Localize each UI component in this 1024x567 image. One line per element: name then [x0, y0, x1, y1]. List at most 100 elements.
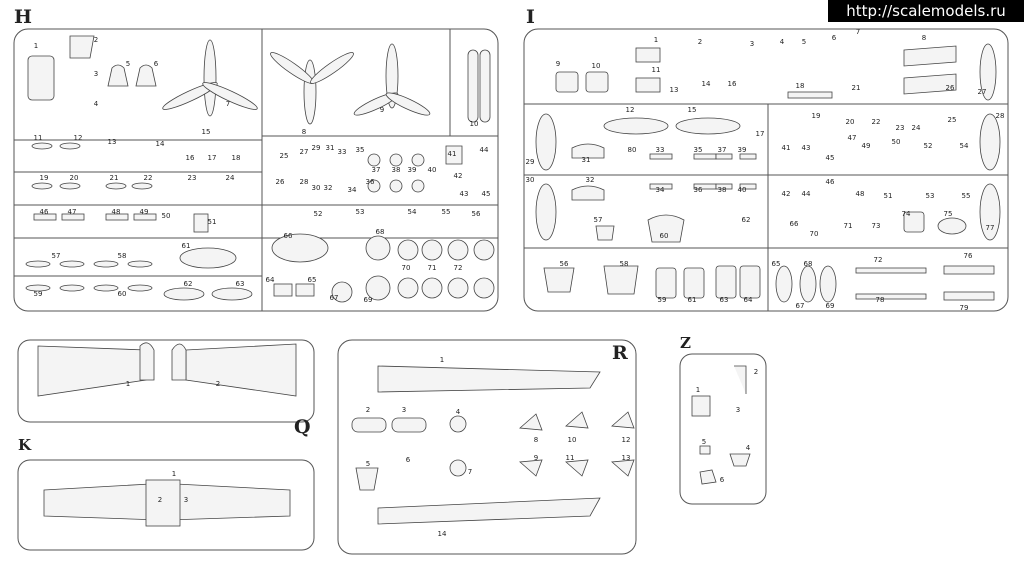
part-number-label: 77	[986, 224, 995, 232]
part-number-label: 24	[226, 174, 235, 182]
sprue-k-frame	[17, 459, 315, 551]
part-number-label: 54	[960, 142, 969, 150]
part-number-label: 11	[566, 454, 575, 462]
part-number-label: 2	[366, 406, 370, 414]
part-number-label: 37	[718, 146, 727, 154]
part-number-label: 23	[188, 174, 197, 182]
sprue-q-frame	[17, 339, 315, 423]
part-number-label: 32	[586, 176, 595, 184]
part-number-label: 71	[844, 222, 853, 230]
part-number-label: 21	[852, 84, 861, 92]
part-number-label: 46	[826, 178, 835, 186]
part-number-label: 67	[330, 294, 339, 302]
part-number-label: 9	[534, 454, 538, 462]
part-number-label: 69	[826, 302, 835, 310]
part-number-label: 6	[720, 476, 725, 484]
sprue-z-frame	[679, 353, 767, 505]
part-number-label: 1	[654, 36, 658, 44]
part-number-label: 69	[364, 296, 373, 304]
part-number-label: 43	[802, 144, 811, 152]
part-number-label: 33	[338, 148, 347, 156]
part-number-label: 19	[812, 112, 821, 120]
part-number-label: 45	[482, 190, 491, 198]
part-number-label: 62	[184, 280, 193, 288]
part-number-label: 19	[40, 174, 49, 182]
part-number-label: 59	[34, 290, 43, 298]
sprue-r-parts	[351, 365, 635, 525]
part-number-label: 46	[40, 208, 49, 216]
part-number-label: 54	[408, 208, 417, 216]
part-number-label: 10	[470, 120, 479, 128]
part-number-label: 14	[156, 140, 165, 148]
sprue-k-parts	[43, 479, 291, 527]
part-number-label: 39	[408, 166, 417, 174]
part-number-label: 61	[182, 242, 191, 250]
part-number-label: 70	[402, 264, 411, 272]
part-number-label: 4	[746, 444, 751, 452]
part-number-label: 32	[324, 184, 333, 192]
part-number-label: 12	[626, 106, 635, 114]
part-number-label: 76	[964, 252, 973, 260]
watermark-link[interactable]: http://scalemodels.ru	[828, 0, 1024, 22]
part-number-label: 78	[876, 296, 885, 304]
part-number-label: 31	[582, 156, 591, 164]
part-number-label: 12	[622, 436, 631, 444]
part-number-label: 43	[460, 190, 469, 198]
part-number-label: 3	[184, 496, 188, 504]
part-number-label: 67	[796, 302, 805, 310]
part-number-label: 80	[628, 146, 637, 154]
part-number-label: 60	[118, 290, 127, 298]
part-number-label: 72	[874, 256, 883, 264]
part-number-label: 4	[456, 408, 461, 416]
part-number-label: 11	[652, 66, 661, 74]
part-number-label: 18	[796, 82, 805, 90]
part-number-label: 1	[696, 386, 700, 394]
part-number-label: 66	[284, 232, 293, 240]
part-number-label: 70	[810, 230, 819, 238]
part-number-label: 5	[126, 60, 130, 68]
part-number-label: 16	[186, 154, 195, 162]
part-number-label: 1	[34, 42, 38, 50]
part-number-label: 45	[826, 154, 835, 162]
part-number-label: 2	[754, 368, 758, 376]
sprue-i-letter: I	[526, 6, 535, 28]
part-number-label: 57	[52, 252, 61, 260]
part-number-label: 66	[790, 220, 799, 228]
sprue-r-frame	[337, 339, 637, 555]
part-number-label: 73	[872, 222, 881, 230]
part-number-label: 37	[372, 166, 381, 174]
part-number-label: 10	[568, 436, 577, 444]
part-number-label: 5	[702, 438, 706, 446]
part-number-label: 55	[442, 208, 451, 216]
part-number-label: 20	[70, 174, 79, 182]
part-number-label: 33	[656, 146, 665, 154]
part-number-label: 3	[402, 406, 406, 414]
part-number-label: 20	[846, 118, 855, 126]
part-number-label: 64	[744, 296, 753, 304]
part-number-label: 56	[472, 210, 481, 218]
part-number-label: 40	[428, 166, 437, 174]
part-number-label: 29	[312, 144, 321, 152]
part-number-label: 8	[302, 128, 306, 136]
part-number-label: 14	[702, 80, 711, 88]
part-number-label: 30	[526, 176, 535, 184]
part-number-label: 40	[738, 186, 747, 194]
part-number-label: 4	[780, 38, 785, 46]
part-number-label: 17	[756, 130, 765, 138]
sprue-r-letter: R	[612, 342, 628, 364]
sprue-h-frame	[13, 28, 499, 312]
part-number-label: 1	[172, 470, 176, 478]
part-number-label: 8	[922, 34, 926, 42]
part-number-label: 28	[996, 112, 1005, 120]
part-number-label: 13	[622, 454, 631, 462]
part-number-label: 8	[534, 436, 538, 444]
part-number-label: 13	[108, 138, 117, 146]
part-number-label: 34	[348, 186, 357, 194]
part-number-label: 50	[162, 212, 171, 220]
part-number-label: 51	[208, 218, 217, 226]
part-number-label: 44	[480, 146, 489, 154]
